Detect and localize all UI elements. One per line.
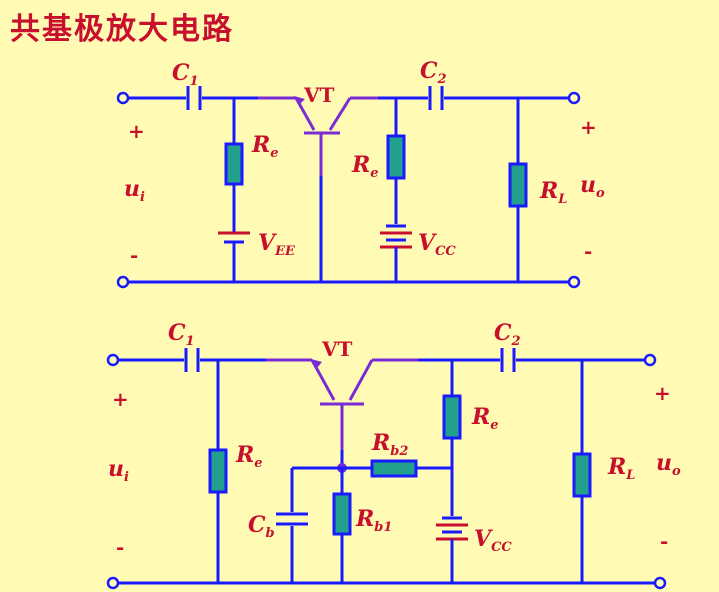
top-label-vcc: VCC: [418, 230, 456, 259]
bottom-label-re-left: Re: [235, 442, 263, 471]
top-label-c1: C1: [172, 60, 199, 89]
bottom-input-ground-terminal: [106, 576, 120, 590]
bottom-label-plus-out: +: [654, 381, 671, 405]
top-output-ground-terminal: [567, 275, 581, 289]
bottom-label-c2: C2: [494, 320, 521, 349]
bottom-resistor-re-left: [208, 448, 228, 494]
top-transistor-vt: [258, 96, 378, 176]
bottom-label-rb2: Rb2: [371, 430, 408, 459]
top-battery-vcc: [380, 224, 412, 249]
bottom-output-terminal: [643, 353, 657, 367]
top-resistor-re-right: [386, 134, 406, 180]
bottom-label-vcc: VCC: [474, 526, 512, 555]
top-label-re-left: Re: [251, 132, 279, 161]
top-label-ui: ui: [124, 176, 145, 205]
top-label-minus-in: -: [130, 243, 138, 267]
top-label-plus-in: +: [128, 119, 145, 143]
top-input-terminal: [116, 91, 130, 105]
bottom-capacitor-c1: [184, 348, 200, 372]
bottom-label-minus-in: -: [116, 535, 124, 559]
bottom-battery-vcc: [436, 516, 468, 541]
circuit-top: C1 C2 VT Re Re RL ui uo VEE VCC + - + -: [116, 58, 605, 289]
bottom-label-cb: Cb: [248, 512, 275, 541]
bottom-transistor-vt: [266, 358, 418, 450]
top-capacitor-c2: [428, 86, 444, 110]
top-label-vee: VEE: [258, 230, 296, 259]
top-label-rl: RL: [539, 178, 567, 207]
top-label-re-right: Re: [351, 152, 379, 181]
bottom-label-ui: ui: [108, 456, 129, 485]
circuit-bottom: C1 C2 VT Re Re Rb2 Rb1 Cb RL ui uo VCC +…: [106, 320, 681, 590]
top-label-minus-out: -: [584, 239, 592, 263]
top-label-uo: uo: [580, 172, 605, 201]
bottom-capacitor-c2: [500, 348, 516, 372]
top-output-terminal: [567, 91, 581, 105]
bottom-label-re-right: Re: [471, 404, 499, 433]
bottom-capacitor-cb: [276, 512, 308, 526]
bottom-resistor-rb1: [332, 492, 352, 536]
bottom-label-rb1: Rb1: [355, 506, 392, 535]
top-capacitor-c1: [186, 86, 202, 110]
bottom-label-vt: VT: [321, 337, 353, 361]
bottom-resistor-rb2: [370, 459, 418, 478]
bottom-label-plus-in: +: [112, 387, 129, 411]
top-resistor-rl: [508, 162, 528, 208]
top-label-vt: VT: [303, 83, 335, 107]
bottom-label-c1: C1: [168, 320, 195, 349]
top-battery-vee: [218, 231, 250, 244]
bottom-resistor-rl: [572, 452, 592, 498]
bottom-label-uo: uo: [656, 450, 681, 479]
bottom-resistor-re-right: [442, 394, 462, 440]
bottom-output-ground-terminal: [653, 576, 667, 590]
top-resistor-re-left: [224, 142, 244, 186]
top-input-ground-terminal: [116, 275, 130, 289]
page-title: 共基极放大电路: [10, 12, 234, 47]
bottom-label-rl: RL: [607, 454, 635, 483]
top-label-c2: C2: [420, 58, 447, 87]
bottom-input-terminal: [106, 353, 120, 367]
top-label-plus-out: +: [580, 115, 597, 139]
bottom-label-minus-out: -: [660, 529, 668, 553]
